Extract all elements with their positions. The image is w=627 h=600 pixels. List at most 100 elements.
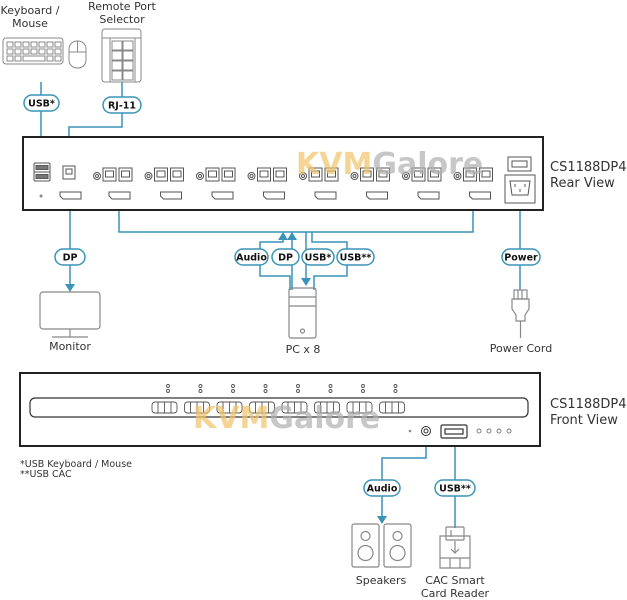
svg-text:DP: DP xyxy=(63,253,78,264)
rear-view-title-2: Rear View xyxy=(550,176,615,191)
key xyxy=(6,41,14,48)
cac-reader-label-1: CAC Smart xyxy=(425,574,485,587)
keypad-icon xyxy=(101,28,142,83)
usb-b-port xyxy=(427,167,442,182)
pill-rj11: RJ-11 xyxy=(102,96,142,114)
audio-jack xyxy=(247,172,256,180)
port-led xyxy=(296,384,300,388)
power-switch xyxy=(507,156,532,172)
usb-b-port xyxy=(308,167,323,182)
svg-text:Power: Power xyxy=(504,253,538,264)
dp-port xyxy=(469,191,491,200)
pill-power: Power xyxy=(501,248,541,266)
key xyxy=(38,41,46,48)
svg-text:USB*: USB* xyxy=(305,253,332,264)
rj11-port xyxy=(62,165,76,180)
key xyxy=(46,55,54,62)
usb-b-port xyxy=(411,167,426,182)
port-button[interactable] xyxy=(281,384,308,414)
key xyxy=(38,48,46,55)
mouse-icon xyxy=(68,40,87,69)
port-led xyxy=(328,389,333,393)
pill-usb-kb: USB* xyxy=(23,94,60,112)
rear-port-group xyxy=(402,167,442,200)
cac-reader-label-2: Card Reader xyxy=(421,587,490,600)
port-led xyxy=(328,384,333,388)
port-led xyxy=(231,389,235,393)
speakers-icon xyxy=(351,523,412,568)
status-led xyxy=(486,428,492,434)
audio-jack xyxy=(402,172,410,180)
front-pinhole xyxy=(408,429,412,433)
rear-port-group xyxy=(453,167,493,200)
port-button[interactable] xyxy=(151,384,178,414)
svg-text:Audio: Audio xyxy=(367,484,398,495)
rear-panel: CS1188DP4C Rear View xyxy=(22,136,627,211)
port-button[interactable] xyxy=(249,384,275,414)
rear-port-group xyxy=(196,167,236,200)
svg-text:Audio: Audio xyxy=(236,253,267,264)
rear-port-group xyxy=(144,167,184,200)
card-reader-icon xyxy=(439,526,471,569)
spacebar xyxy=(22,55,46,62)
key xyxy=(14,48,22,55)
audio-jack xyxy=(93,172,101,180)
usb-b-port xyxy=(324,167,339,182)
audio-jack xyxy=(453,172,462,180)
dp-port xyxy=(263,191,285,200)
power-cord-device: Power Cord xyxy=(490,289,552,355)
watermark-rear: KVMGalore xyxy=(296,147,483,182)
port-button[interactable] xyxy=(216,384,243,414)
port-button[interactable] xyxy=(314,384,340,414)
front-usb-port xyxy=(440,424,468,439)
keypad-key xyxy=(122,70,134,81)
dp-port xyxy=(108,191,131,200)
usb-b-port xyxy=(205,167,220,182)
port-button[interactable] xyxy=(184,384,210,414)
usb-b-port xyxy=(463,167,477,182)
usb-b-port xyxy=(257,167,271,182)
dp-port xyxy=(314,191,337,200)
usb-b-port xyxy=(221,167,236,182)
watermark-kvm: KVM xyxy=(193,401,269,436)
pc-device: PC x 8 xyxy=(286,287,320,356)
dp-port xyxy=(160,191,182,200)
keypad-key xyxy=(122,60,134,71)
usb-b-port xyxy=(102,167,117,182)
port-led xyxy=(361,389,365,393)
keypad-key xyxy=(122,50,134,61)
cac-reader-device: CAC Smart Card Reader xyxy=(421,526,490,600)
status-led xyxy=(496,428,502,434)
keypad-key xyxy=(111,50,123,61)
keyboard-mouse-device: Keyboard / Mouse xyxy=(1,4,87,69)
usb-b-port xyxy=(479,167,493,182)
keypad-key xyxy=(122,40,134,51)
arrow-down-monitor xyxy=(65,284,75,292)
power-cord-label: Power Cord xyxy=(490,342,552,355)
svg-text:USB**: USB** xyxy=(340,253,372,264)
port-button[interactable] xyxy=(346,384,373,414)
port-led xyxy=(393,384,398,388)
watermark-galore: Galore xyxy=(269,401,380,436)
port-button-bar xyxy=(29,397,529,418)
arrow-up-audio xyxy=(278,232,288,240)
pill-audio-pc: Audio xyxy=(234,248,269,266)
watermark-galore: Galore xyxy=(372,147,483,182)
keyboard-icon xyxy=(2,37,64,65)
port-led xyxy=(263,384,268,388)
key xyxy=(46,48,54,55)
keypad-key xyxy=(111,60,123,71)
port-led xyxy=(393,389,398,393)
pc-tower-icon xyxy=(288,287,317,339)
reset-pinhole xyxy=(39,194,43,198)
rear-port-group xyxy=(350,167,390,200)
port-button[interactable] xyxy=(379,384,405,414)
usb-stacked-port xyxy=(33,162,51,182)
remote-port-label-2: Selector xyxy=(99,13,145,26)
port-led xyxy=(166,389,170,393)
status-led xyxy=(506,428,512,434)
port-led xyxy=(296,389,300,393)
status-led xyxy=(476,428,482,434)
footnote-usb-cac: **USB CAC xyxy=(20,469,72,480)
